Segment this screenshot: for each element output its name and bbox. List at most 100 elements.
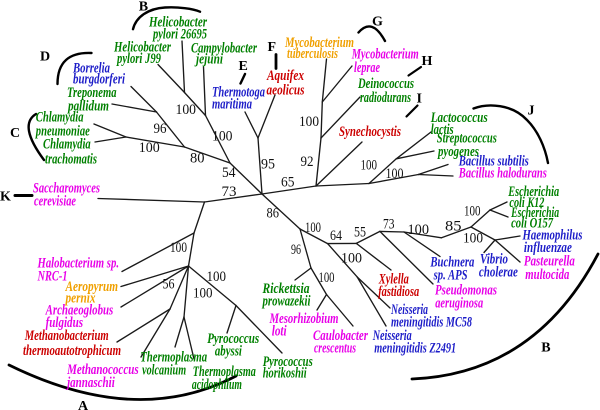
svg-text:Xylella: Xylella [378,272,409,288]
svg-text:Pyrococcus: Pyrococcus [207,331,259,347]
svg-text:meningitidis Z2491: meningitidis Z2491 [374,341,456,357]
svg-text:92: 92 [301,154,314,170]
svg-text:95: 95 [261,157,275,173]
svg-text:96: 96 [154,121,167,137]
svg-text:cholerae: cholerae [479,265,518,281]
svg-text:Methanococcus: Methanococcus [66,362,138,378]
svg-text:100: 100 [170,240,187,256]
svg-text:96: 96 [291,242,301,258]
svg-text:Rickettsia: Rickettsia [262,281,310,297]
svg-text:I: I [417,92,422,107]
svg-text:Campylobacter: Campylobacter [191,41,257,57]
svg-text:Deinococcus: Deinococcus [357,76,414,92]
svg-text:Chlamydia: Chlamydia [36,110,84,126]
svg-text:Vibrio: Vibrio [480,252,508,268]
svg-text:leprae: leprae [354,60,380,76]
svg-text:abyssi: abyssi [215,344,243,360]
svg-text:Helicobacter: Helicobacter [113,40,171,56]
svg-text:73: 73 [383,217,395,233]
svg-text:maritima: maritima [212,97,252,113]
svg-text:Pasteurella: Pasteurella [524,254,575,270]
svg-text:Thermoplasma: Thermoplasma [140,350,207,366]
svg-text:Thermoplasma: Thermoplasma [193,364,256,380]
svg-text:Bacillus subtilis: Bacillus subtilis [458,154,529,170]
svg-text:100: 100 [305,220,321,236]
svg-text:thermoautotrophicum: thermoautotrophicum [23,343,121,359]
svg-text:tuberculosis: tuberculosis [287,46,338,62]
svg-text:Streptococcus: Streptococcus [437,131,497,147]
svg-text:86: 86 [267,206,280,222]
svg-text:pylori J99: pylori J99 [116,51,162,67]
svg-text:D: D [40,50,50,65]
svg-text:F: F [268,40,277,55]
svg-text:sp. APS: sp. APS [433,268,468,284]
svg-text:Halobacterium sp.: Halobacterium sp. [37,256,119,272]
svg-text:K: K [0,190,11,205]
svg-text:Aquifex: Aquifex [266,68,304,84]
svg-text:Lactococcus: Lactococcus [430,110,488,126]
svg-text:Archaeoglobus: Archaeoglobus [45,303,114,319]
svg-text:100: 100 [386,166,404,182]
svg-text:100: 100 [193,286,213,302]
svg-text:horikoshii: horikoshii [263,366,308,382]
svg-text:Helicobacter: Helicobacter [148,15,207,31]
svg-text:Borrelia: Borrelia [72,61,110,77]
svg-text:Neisseria: Neisseria [390,302,428,318]
svg-text:Caulobacter: Caulobacter [313,328,368,344]
svg-text:100: 100 [212,129,233,145]
svg-text:54: 54 [222,165,236,181]
svg-text:Mycobacterium: Mycobacterium [284,35,354,51]
svg-text:loti: loti [272,324,288,340]
svg-text:Mycobacterium: Mycobacterium [351,47,419,63]
svg-text:64: 64 [330,228,342,244]
svg-text:B: B [139,0,148,15]
svg-text:pernix: pernix [64,291,96,307]
svg-text:coli O157: coli O157 [511,216,553,232]
svg-text:pallidum: pallidum [67,99,109,115]
svg-text:volcanium: volcanium [142,363,186,379]
svg-text:100: 100 [361,158,378,174]
svg-text:Neisseria: Neisseria [372,328,412,344]
svg-text:trachomatis: trachomatis [45,152,97,168]
svg-text:radiodurans: radiodurans [360,90,411,106]
svg-text:B: B [541,341,550,356]
svg-text:100: 100 [299,114,319,130]
svg-text:crescentus: crescentus [314,341,356,357]
svg-text:pyogenes: pyogenes [437,144,480,160]
svg-text:Saccharomyces: Saccharomyces [33,181,100,197]
svg-text:cerevisiae: cerevisiae [34,194,76,210]
svg-text:aeolicus: aeolicus [267,83,305,99]
svg-text:80: 80 [190,151,205,167]
svg-text:fulgidus: fulgidus [46,315,84,331]
svg-text:100: 100 [408,222,430,238]
svg-text:Treponema: Treponema [67,85,117,101]
svg-text:73: 73 [222,184,237,200]
svg-text:fastidiosa: fastidiosa [378,284,419,300]
svg-text:Chlamydia: Chlamydia [43,137,91,153]
svg-text:acidophilum: acidophilum [192,377,242,393]
svg-text:56: 56 [163,277,175,293]
svg-text:Methanobacterium: Methanobacterium [24,328,109,344]
svg-text:100: 100 [176,102,197,118]
svg-text:prowazekii: prowazekii [261,294,311,310]
svg-text:55: 55 [354,225,366,241]
svg-text:Pseudomonas: Pseudomonas [435,283,497,299]
svg-text:H: H [422,54,433,69]
svg-text:100: 100 [341,251,362,267]
svg-text:Escherichia: Escherichia [510,205,559,221]
svg-text:NRC-1: NRC-1 [37,269,68,285]
svg-text:influenzae: influenzae [524,240,572,256]
svg-text:pneumoniae: pneumoniae [34,124,90,140]
svg-text:Mesorhizobium: Mesorhizobium [269,311,339,327]
svg-text:Synechocystis: Synechocystis [339,124,401,140]
svg-text:Bacillus halodurans: Bacillus halodurans [458,166,547,182]
svg-text:jannaschii: jannaschii [66,375,116,391]
svg-text:Buchnera: Buchnera [430,255,475,271]
svg-text:coli K12: coli K12 [509,195,544,211]
svg-text:burgdorferi: burgdorferi [73,72,126,88]
svg-text:Aeropyrum: Aeropyrum [65,279,118,295]
svg-text:E: E [239,59,248,74]
svg-text:100: 100 [139,140,160,156]
svg-text:lactis: lactis [431,122,454,138]
svg-text:jejuni: jejuni [194,52,223,68]
